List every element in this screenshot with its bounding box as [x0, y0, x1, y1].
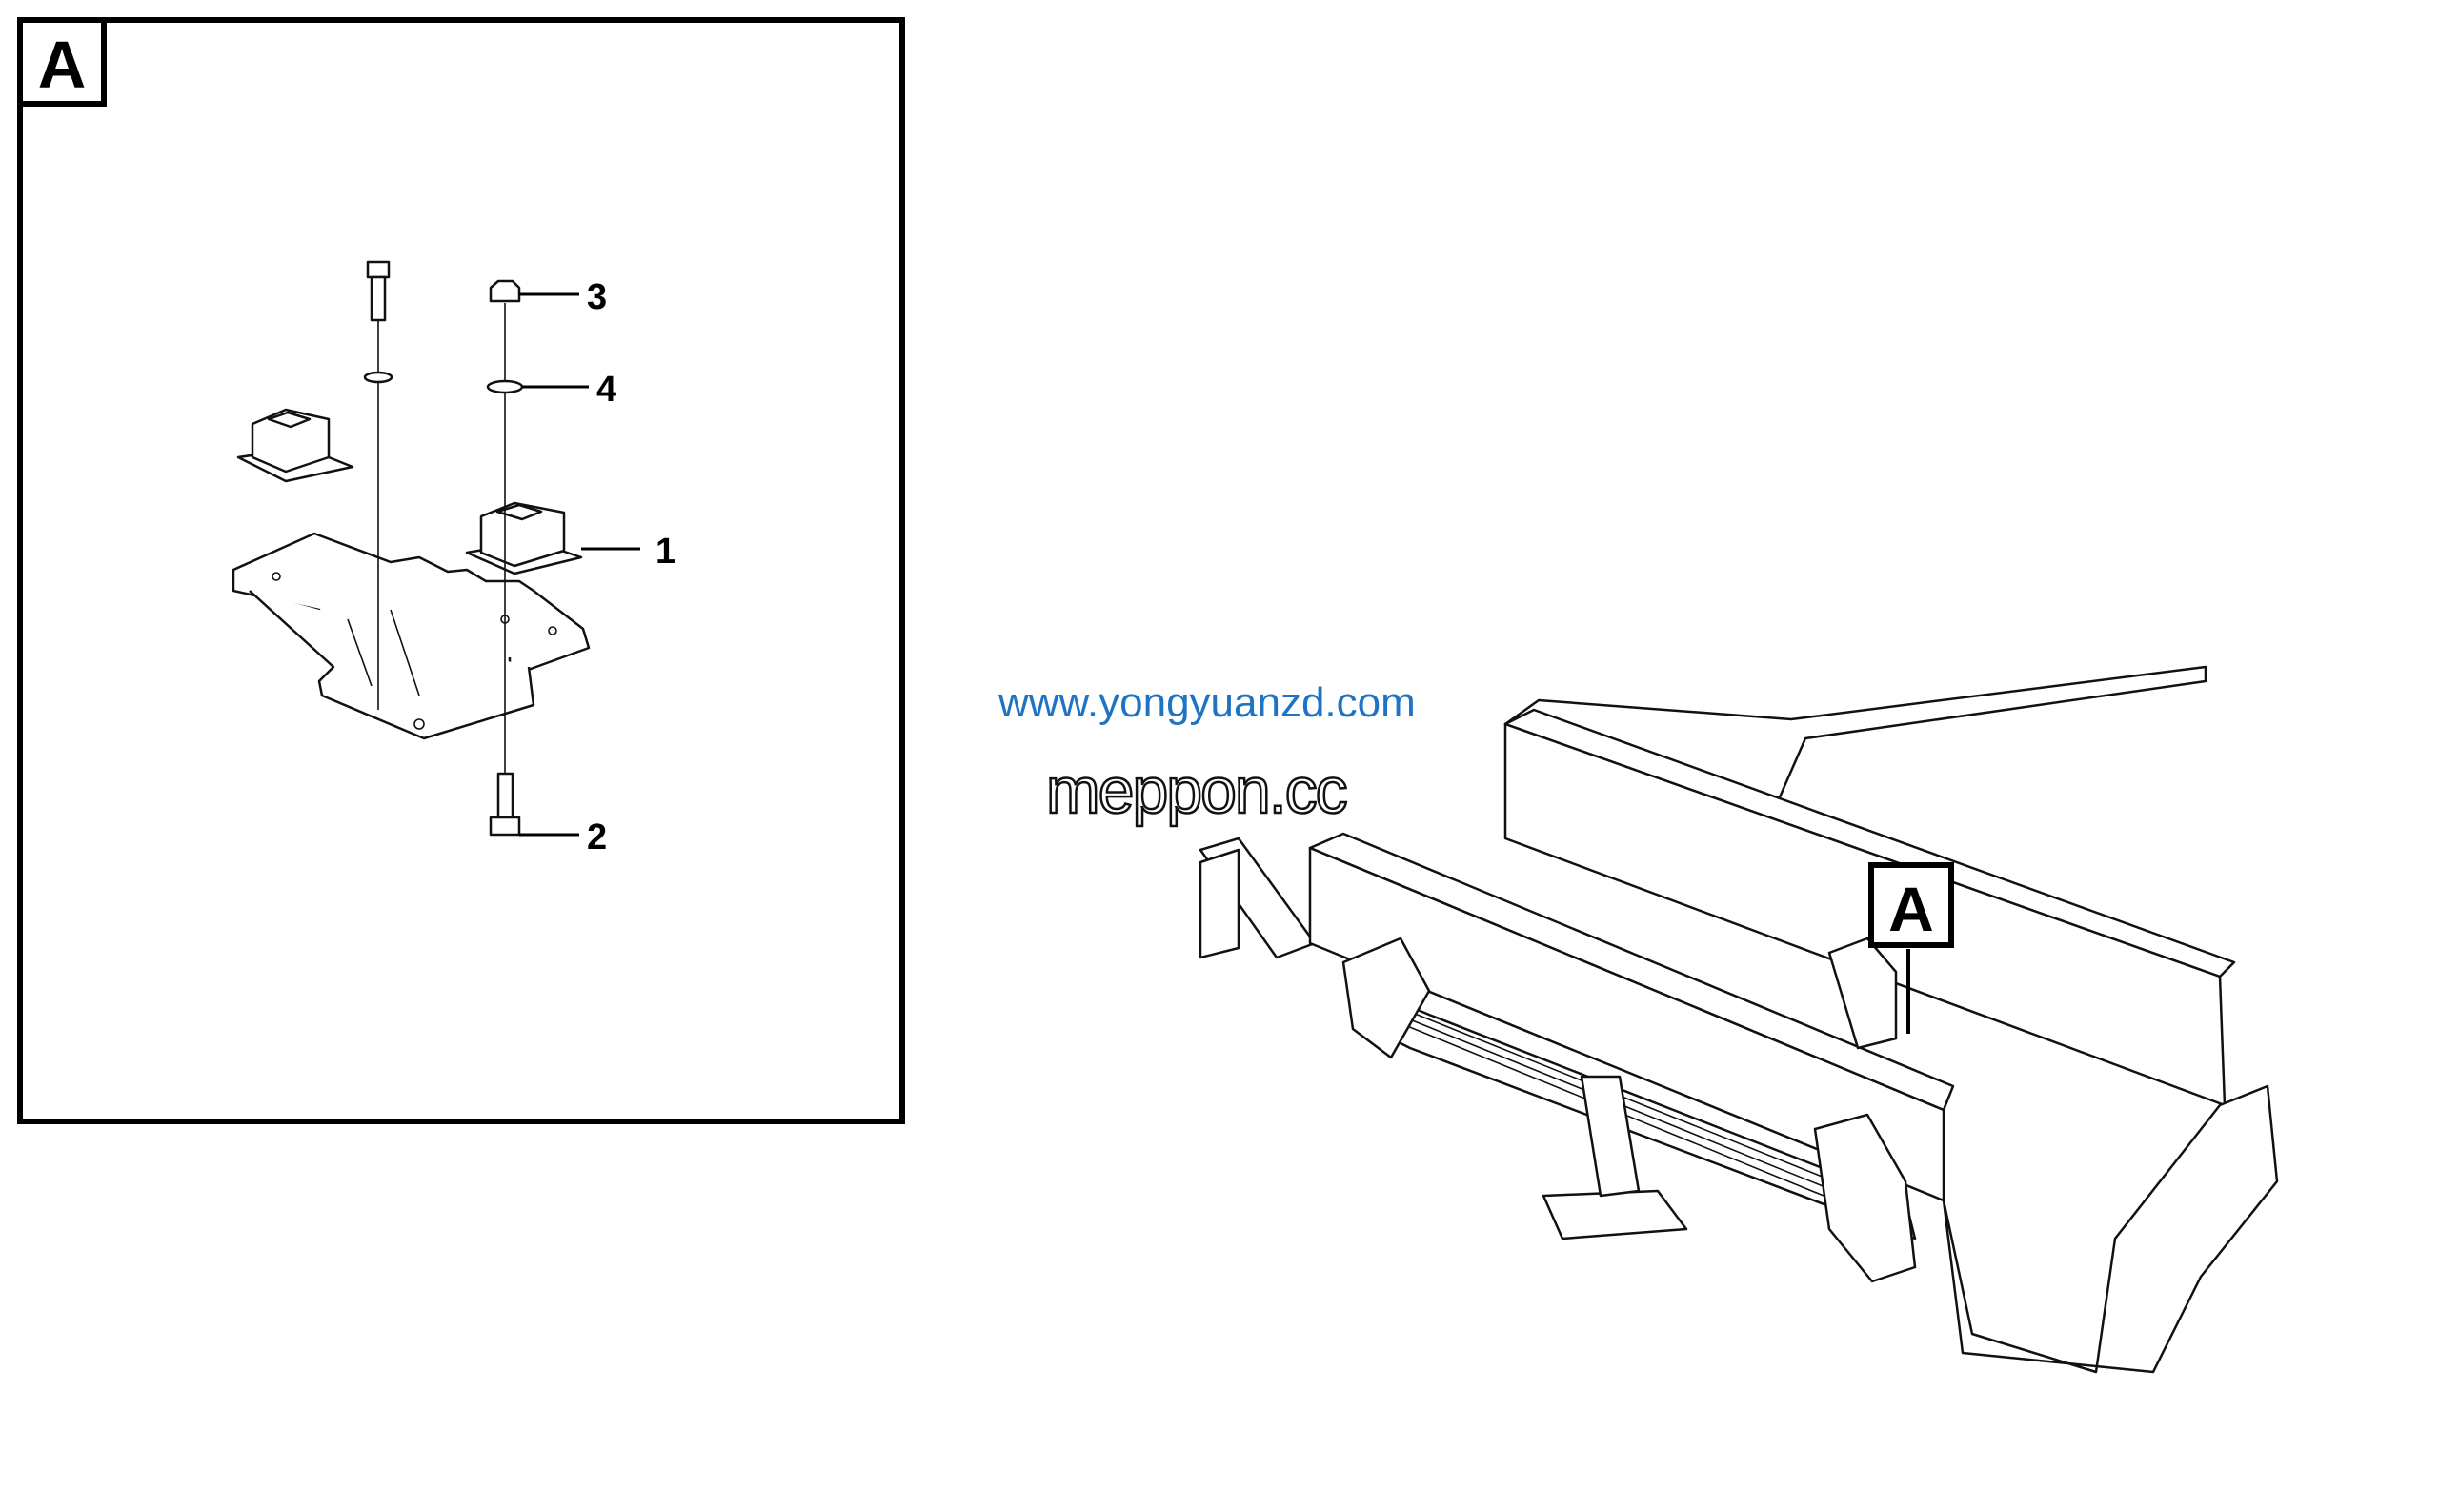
bracket — [232, 532, 591, 740]
callout-number: 2 — [587, 817, 607, 857]
detail-frame — [17, 17, 905, 1124]
chassis-overview — [1199, 665, 2279, 1374]
detail-label: A — [38, 28, 87, 102]
callout-number: 3 — [587, 277, 607, 317]
callout-3: 3 — [519, 277, 607, 317]
spring-hanger — [1813, 1113, 1917, 1283]
fastener-stack-right — [486, 279, 524, 837]
callout-number: 4 — [596, 370, 616, 410]
watermark-meppon: meppon.cc — [1045, 754, 1349, 829]
callout-number: 1 — [655, 532, 675, 572]
callout-2: 2 — [519, 817, 607, 857]
reference-label: A — [1888, 874, 1934, 944]
washer-icon — [486, 379, 524, 394]
callout-4: 4 — [522, 370, 616, 410]
reference-label-box: A — [1868, 862, 1954, 948]
rubber-mount-installed — [1827, 937, 1898, 1050]
bolt-head — [489, 816, 521, 837]
callout-1: 1 — [581, 532, 675, 572]
spring-hanger-front — [1341, 937, 1431, 1059]
rubber-mount-right — [465, 501, 583, 575]
nut-icon — [489, 279, 521, 303]
bolt-shank — [496, 772, 514, 819]
bolt-left — [363, 260, 393, 710]
rear-crossmember — [1942, 1084, 2279, 1374]
watermark-yongyuanzd: www.yongyuanzd.com — [998, 679, 1416, 726]
detail-label-box: A — [17, 17, 107, 107]
rubber-mount-left — [236, 408, 354, 483]
axle-seat — [1542, 1189, 1688, 1240]
